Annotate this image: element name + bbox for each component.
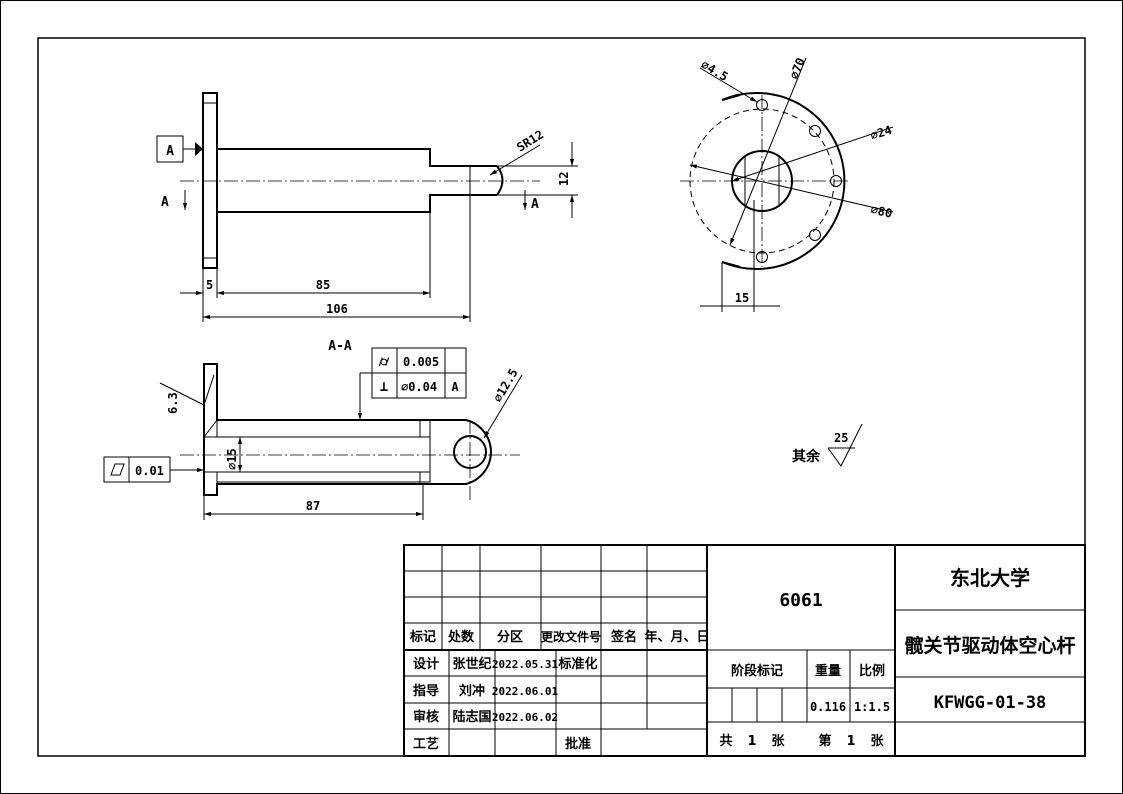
tb-extra: 标准化	[557, 656, 597, 672]
title-block: 标记 处数 分区 更改文件号 签名 年、月、日 设计 张世纪 2022.05.3…	[403, 544, 1086, 757]
dim-12: 12	[557, 172, 571, 186]
bolt-hole	[809, 125, 821, 137]
roughness-symbol	[827, 423, 863, 467]
tb-date: 2022.06.02	[492, 711, 558, 724]
tb-role: 指导	[413, 683, 439, 699]
tb-name: 刘冲	[459, 683, 485, 699]
tb-header-mark: 标记	[409, 629, 436, 645]
dim-hole: ⌀4.5	[699, 57, 731, 84]
dim-5: 5	[206, 278, 213, 292]
dim-87: 87	[306, 499, 320, 513]
datum-triangle	[195, 142, 203, 156]
scale-label: 比例	[859, 663, 885, 679]
tol-flat-value: 0.01	[135, 464, 164, 478]
tb-role: 工艺	[413, 736, 439, 752]
tb-header-date: 年、月、日	[644, 629, 709, 645]
rest-roughness: 25	[834, 431, 848, 445]
tol-perp-datum: A	[451, 380, 459, 394]
weight-label: 重量	[815, 663, 841, 679]
weight-value: 0.116	[810, 700, 846, 714]
cylindricity-icon: ⌭	[378, 354, 390, 370]
shaft-top-edge	[217, 148, 497, 167]
tb-name: 张世纪	[452, 656, 491, 672]
dim-106: 106	[326, 302, 348, 316]
shaft-bottom-edge	[217, 194, 497, 213]
tol-cyl-value: 0.005	[403, 355, 439, 369]
dim-pcd: ⌀70	[787, 56, 808, 81]
flatness-icon	[110, 463, 125, 476]
scale-value: 1:1.5	[854, 700, 890, 714]
bolt-hole	[809, 229, 821, 241]
drawing-number: KFWGG-01-38	[934, 693, 1047, 713]
section-mark-right: A	[531, 197, 539, 212]
sheets-unit: 张	[771, 734, 785, 749]
sheet-no: 1	[846, 734, 855, 749]
tb-role: 设计	[413, 656, 439, 672]
front-view: A A A SR12 12 5 85 106	[156, 92, 578, 322]
tb-name: 陆志国	[452, 709, 491, 725]
side-view: ⌀4.5 ⌀70 ⌀24 ⌀80 15	[680, 56, 894, 312]
dim-85: 85	[316, 278, 330, 292]
sheets-total: 1	[747, 734, 756, 749]
sheet-no-unit: 张	[870, 734, 884, 749]
outer-circle	[721, 92, 846, 270]
tb-header-sign: 签名	[610, 629, 637, 645]
tb-role: 审核	[413, 709, 439, 725]
dim-15: 15	[735, 291, 749, 305]
tb-header-zone: 分区	[497, 629, 523, 645]
dim-outer: ⌀80	[869, 202, 893, 221]
part-name: 髋关节驱动体空心杆	[904, 634, 1075, 657]
roughness-value: 6.3	[166, 392, 180, 414]
perpendicularity-icon: ⊥	[380, 379, 388, 395]
tol-frame-perp	[371, 372, 467, 399]
datum-label: A	[166, 144, 174, 159]
dim-inner: ⌀24	[869, 123, 894, 143]
section-view: A-A 6.3 ⌭ 0.005 ⊥ ⌀0.04 A 0.01	[103, 339, 863, 520]
section-outline	[203, 363, 492, 496]
ball-end	[496, 165, 504, 196]
rest-label: 其余	[792, 448, 821, 465]
tb-header-change: 更改文件号	[541, 629, 601, 644]
section-title: A-A	[328, 339, 352, 354]
sheet-no-prefix: 第	[818, 733, 831, 749]
section-mark-left: A	[161, 195, 169, 210]
tb-date: 2022.05.31	[492, 658, 559, 671]
flange-outline	[202, 92, 218, 269]
tb-date: 2022.06.01	[492, 685, 559, 698]
school-name: 东北大学	[950, 566, 1030, 590]
dim-bore: ⌀15	[225, 448, 239, 470]
tol-perp-value: ⌀0.04	[401, 380, 437, 394]
tb-header-count: 处数	[447, 629, 475, 645]
sheets-total-prefix: 共	[719, 733, 732, 749]
material: 6061	[779, 590, 822, 611]
stage-label: 阶段标记	[731, 663, 783, 679]
tb-extra: 批准	[565, 736, 591, 752]
